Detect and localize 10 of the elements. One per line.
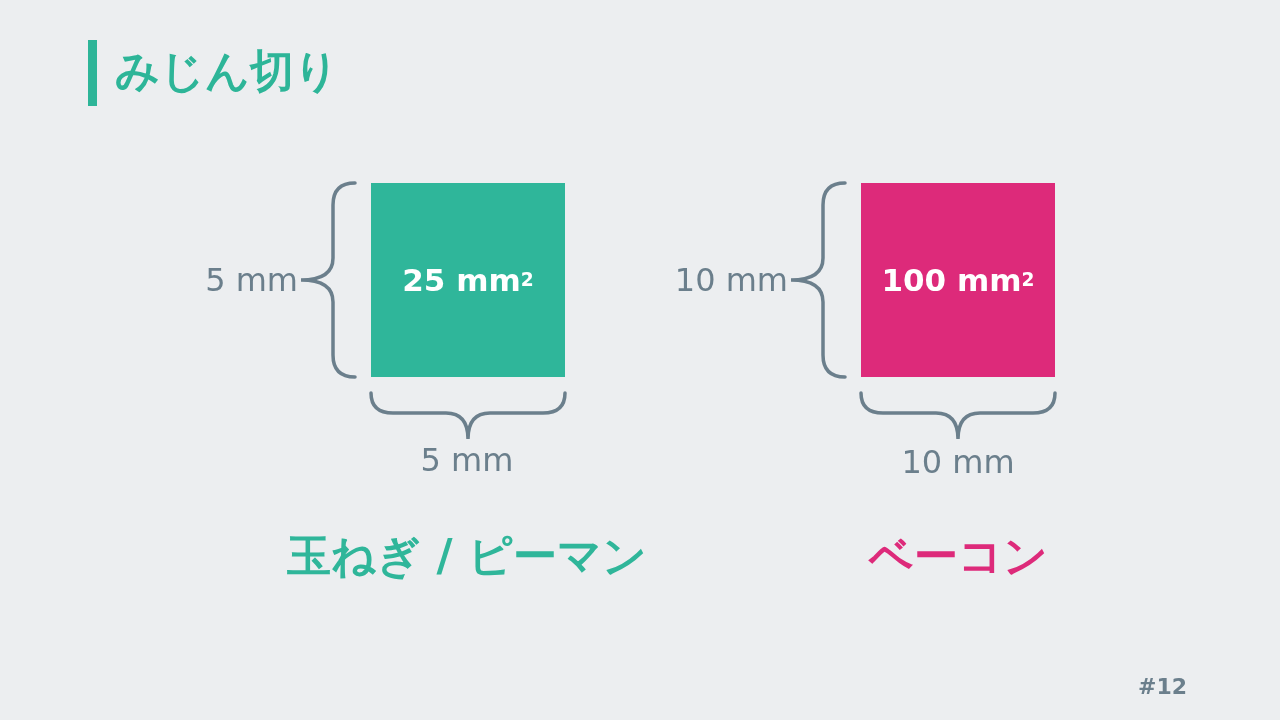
- dimension-label: 5 mm: [420, 440, 514, 480]
- node-label: 玉ねぎ / ピーマン: [287, 529, 647, 583]
- page-number: #12: [1138, 674, 1188, 699]
- dimension-label: 5 mm: [205, 260, 298, 300]
- node-label: ベーコン: [868, 529, 1048, 583]
- square: 25 mm$^{2}$: [371, 183, 565, 377]
- title: みじん切り: [115, 44, 339, 98]
- dimension-label: 10 mm: [674, 260, 788, 300]
- square: 100 mm$^{2}$: [861, 183, 1055, 377]
- dimension-label: 10 mm: [901, 442, 1015, 482]
